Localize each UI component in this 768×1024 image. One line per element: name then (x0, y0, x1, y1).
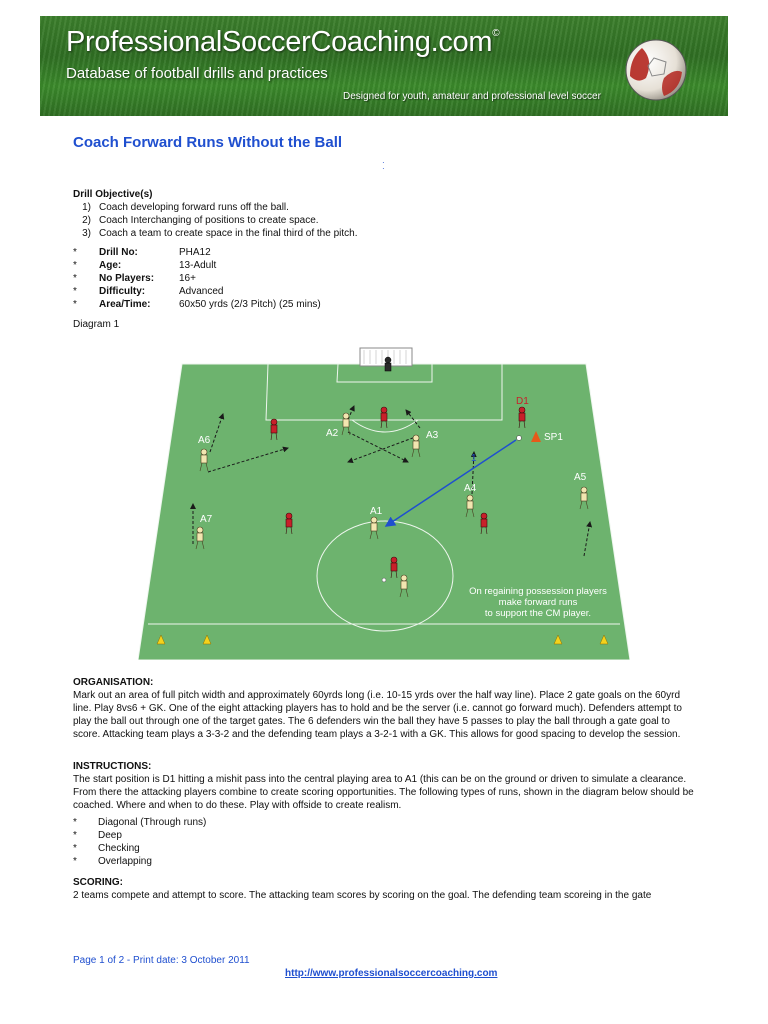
label-a5: A5 (574, 472, 587, 483)
info-row: *Area/Time:60x50 yrds (2/3 Pitch) (25 mi… (73, 299, 321, 310)
label-a6: A6 (198, 435, 211, 446)
website-link[interactable]: http://www.professionalsoccercoaching.co… (285, 968, 498, 979)
label-sp1: SP1 (544, 432, 563, 443)
svg-text:to support the CM player.: to support the CM player. (485, 608, 591, 619)
instructions-heading: INSTRUCTIONS: (73, 761, 152, 772)
list-item: *Diagonal (Through runs) (73, 817, 207, 828)
attacker-a1 (369, 516, 379, 540)
objective-item: 3)Coach a team to create space in the fi… (82, 228, 358, 239)
objectives-section: Drill Objective(s) 1)Coach developing fo… (73, 188, 357, 240)
label-pass-1: 1 (471, 453, 477, 464)
attacker (579, 486, 589, 510)
runs-list: *Diagonal (Through runs) *Deep *Checking… (73, 816, 698, 868)
instructions-section: INSTRUCTIONS: The start position is D1 h… (73, 760, 698, 868)
label-a1: A1 (370, 506, 383, 517)
defender (285, 512, 293, 535)
pitch (138, 364, 630, 660)
label-a2: A2 (326, 428, 339, 439)
diagram-note: On regaining possession players make for… (469, 586, 607, 619)
organisation-section: ORGANISATION: Mark out an area of full p… (73, 676, 698, 741)
info-row: *Drill No:PHA12 (73, 247, 211, 258)
label-d1: D1 (516, 396, 529, 407)
copyright-symbol: © (492, 28, 500, 39)
list-item: *Checking (73, 843, 140, 854)
defenders (270, 406, 526, 579)
header-banner: ProfessionalSoccerCoaching.com© Database… (40, 16, 728, 116)
attacker (341, 412, 351, 436)
soccer-ball-icon (625, 39, 687, 101)
list-item: *Overlapping (73, 856, 152, 867)
sp1-cone (531, 431, 541, 442)
organisation-heading: ORGANISATION: (73, 677, 154, 688)
defender (390, 556, 398, 579)
drill-info: *Drill No:PHA12 *Age:13-Adult *No Player… (73, 246, 321, 311)
objective-item: 2)Coach Interchanging of positions to cr… (82, 215, 319, 226)
list-item: *Deep (73, 830, 122, 841)
goalkeeper (384, 356, 392, 372)
drill-diagram: D1 SP1 A1 A2 A3 A4 A5 A6 A7 1 On regaini… (138, 347, 630, 660)
diagram-label: Diagram 1 (73, 319, 120, 330)
organisation-text: Mark out an area of full pitch width and… (73, 690, 682, 740)
attacker (195, 526, 205, 550)
designed-for-text: Designed for youth, amateur and professi… (343, 91, 601, 102)
svg-text:make forward runs: make forward runs (499, 597, 578, 608)
label-a4: A4 (464, 483, 477, 494)
info-row: *Age:13-Adult (73, 260, 217, 271)
label-a3: A3 (426, 430, 439, 441)
defender (380, 406, 388, 429)
scoring-heading: SCORING: (73, 877, 123, 888)
attacker (399, 574, 409, 598)
attacker (465, 494, 475, 518)
scoring-section: SCORING: 2 teams compete and attempt to … (73, 876, 713, 902)
attackers (195, 412, 589, 598)
defender (480, 512, 488, 535)
objective-item: 1)Coach developing forward runs off the … (82, 202, 289, 213)
defender-d1 (518, 406, 526, 429)
scoring-text: 2 teams compete and attempt to score. Th… (73, 890, 652, 901)
attacker (199, 448, 209, 472)
label-a7: A7 (200, 514, 213, 525)
info-row: *No Players:16+ (73, 273, 196, 284)
site-tagline: Database of football drills and practice… (66, 65, 328, 82)
svg-text:On regaining possession player: On regaining possession players (469, 586, 607, 597)
page-footer-info: Page 1 of 2 - Print date: 3 October 2011 (73, 955, 250, 966)
site-name: ProfessionalSoccerCoaching.com© (66, 26, 500, 58)
page-title: Coach Forward Runs Without the Ball (73, 134, 343, 151)
gate-cones (156, 634, 609, 645)
defender (270, 418, 278, 441)
attacker (411, 434, 421, 458)
objectives-heading: Drill Objective(s) (73, 189, 153, 200)
instructions-text: The start position is D1 hitting a mishi… (73, 774, 694, 811)
small-marks: ·· (382, 158, 385, 173)
info-row: *Difficulty:Advanced (73, 286, 224, 297)
